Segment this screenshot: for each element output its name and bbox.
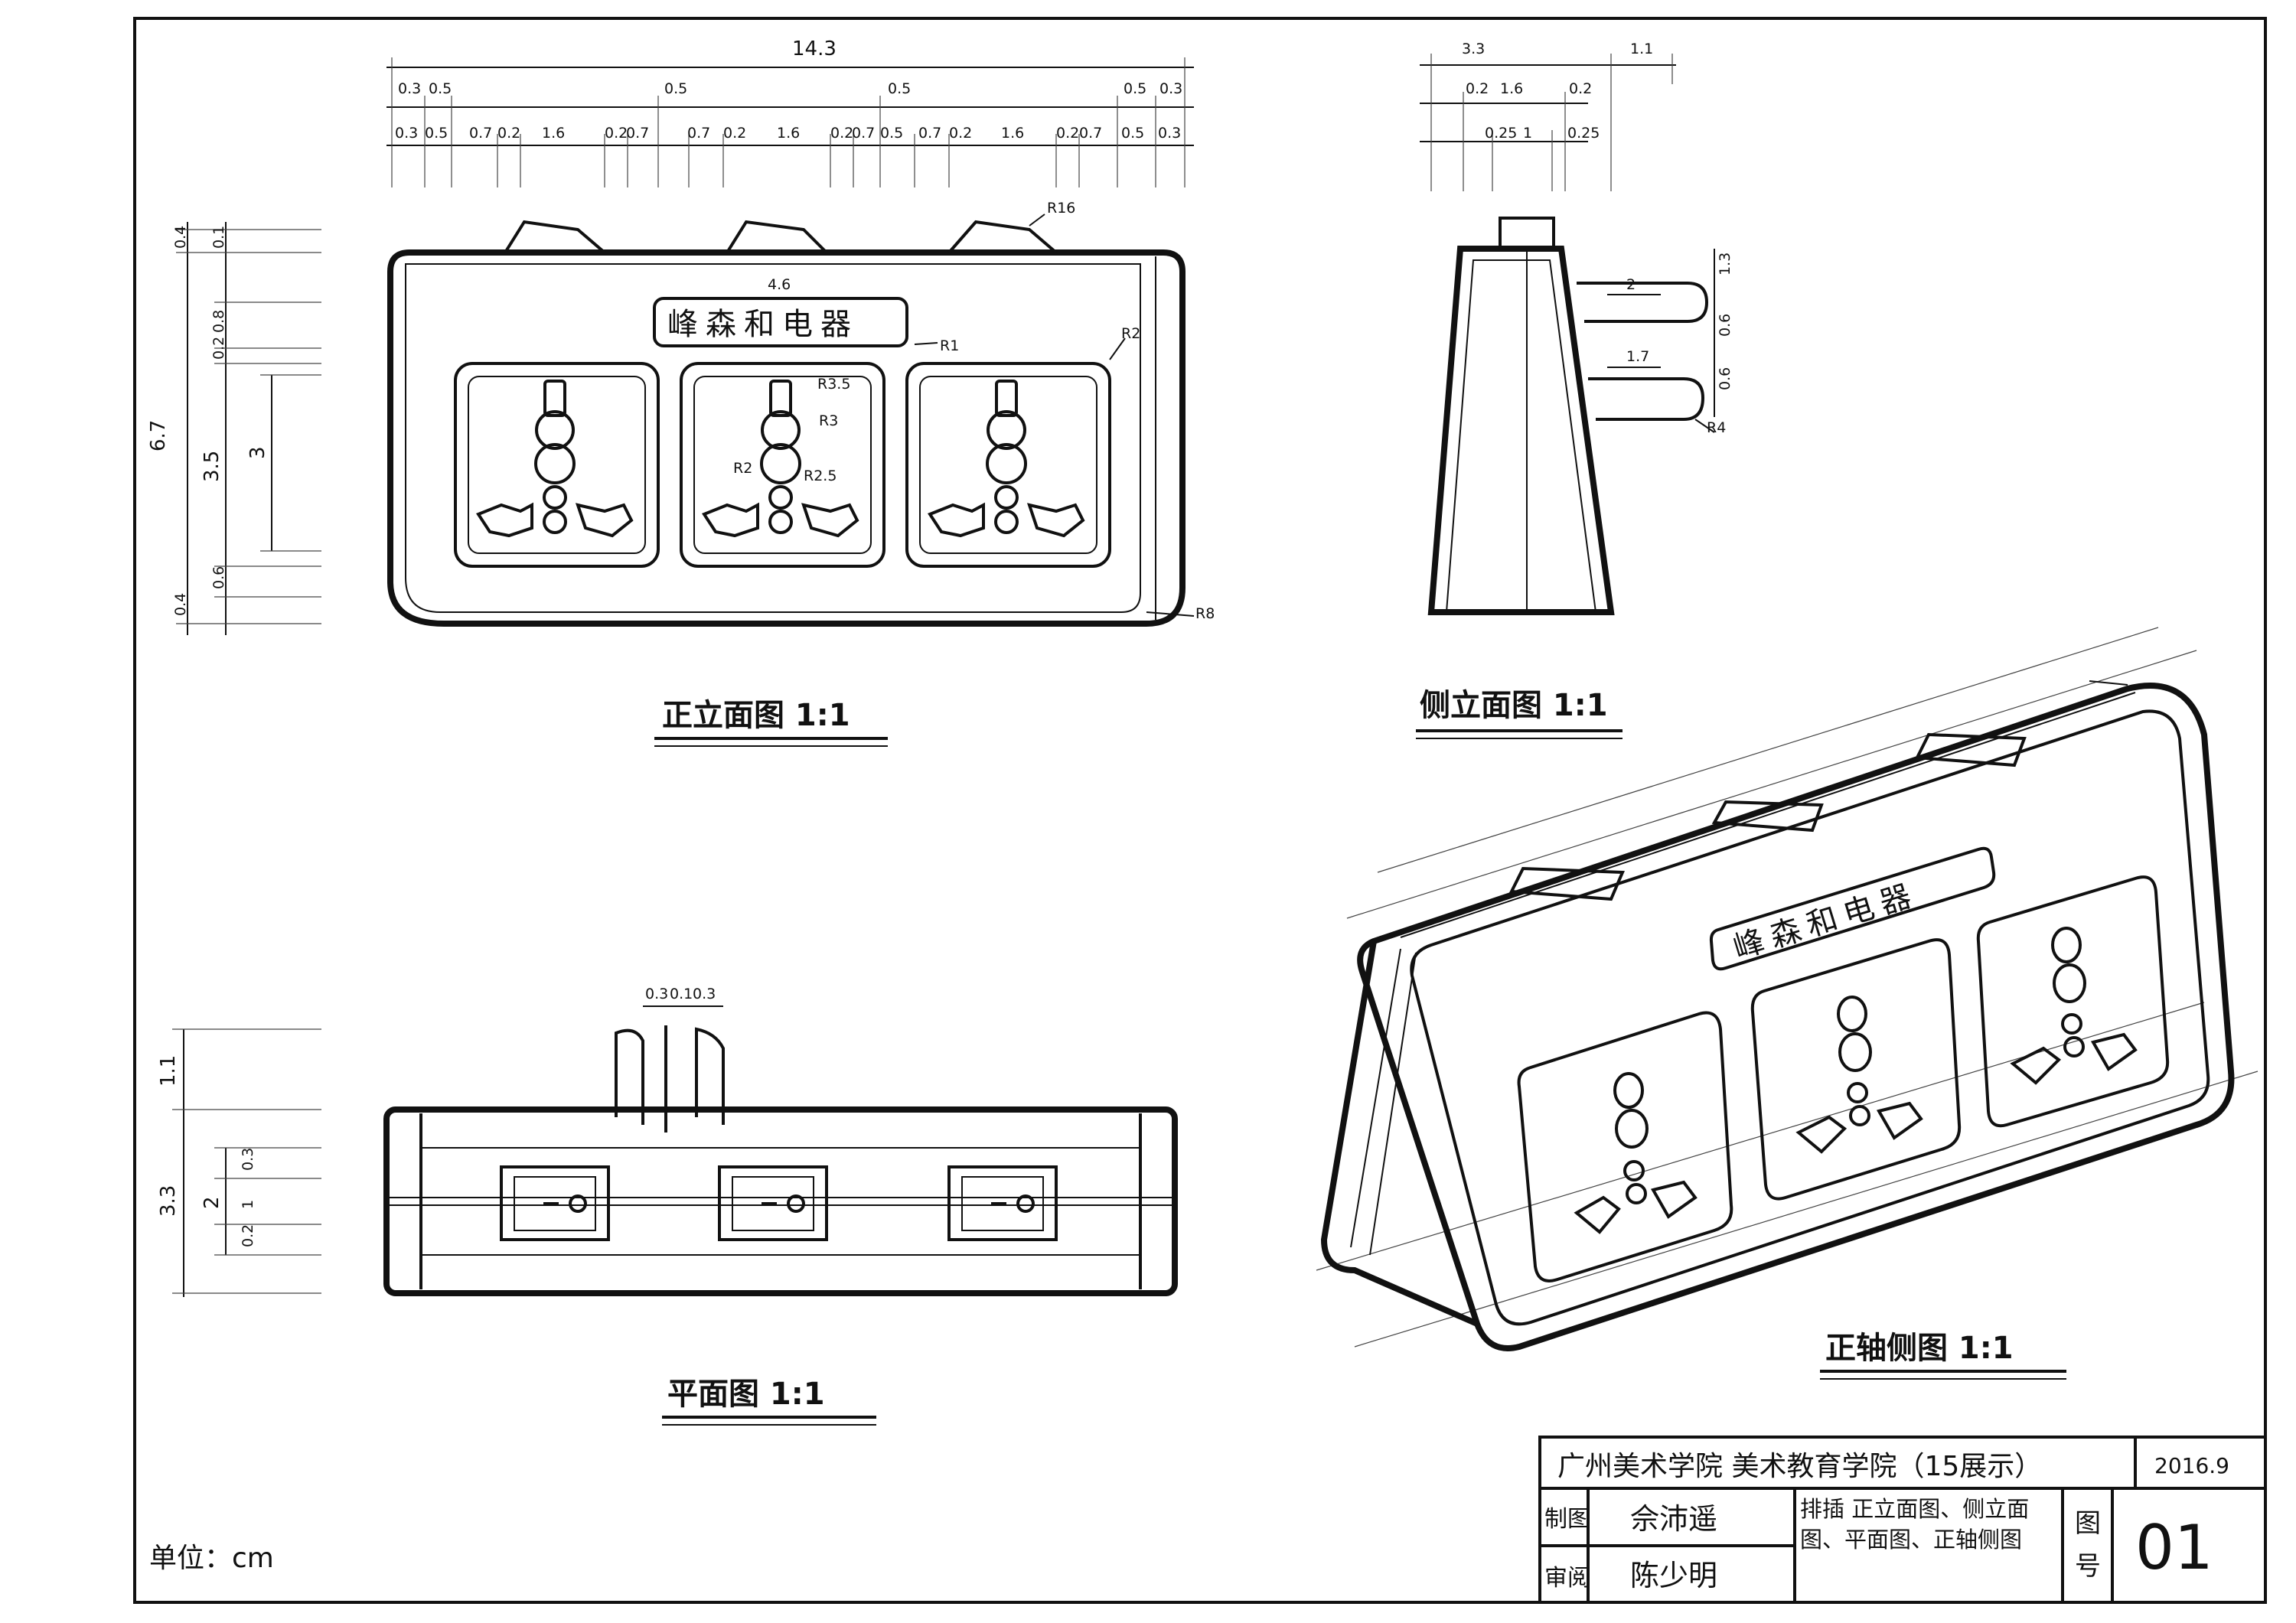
callout-r3: R3: [819, 412, 838, 429]
plan-view-title: 平面图 1:1: [667, 1377, 825, 1412]
dim-label: 0.3: [398, 80, 421, 97]
dim-label: 0.2: [1056, 125, 1079, 142]
front-dim-row1: 0.3 0.5 0.5 0.5 0.5 0.3: [398, 80, 1182, 97]
dim-label: 0.4: [172, 226, 189, 249]
title-school: 广州美术学院 美术教育学院（15展示）: [1557, 1451, 2042, 1482]
dim-label: 0.5: [429, 80, 452, 97]
dim-label: 0.5: [664, 80, 687, 97]
plan-upper-dim: 1.1: [157, 1055, 180, 1087]
callout-r8: R8: [1195, 605, 1215, 622]
plan-dim-left-small: 0.3 1 0.2: [240, 1148, 256, 1247]
side-elevation-title: 侧立面图 1:1: [1420, 688, 1608, 723]
title-block: [1538, 1436, 2267, 1604]
side-dim-06a: 0.6: [1717, 314, 1733, 337]
front-overall-dim: 14.3: [792, 37, 837, 60]
front-elevation: [176, 57, 1195, 635]
dim-label: 0.5: [1121, 125, 1144, 142]
dim-label: 1.6: [1500, 80, 1523, 97]
sheet-border: [133, 17, 2267, 1604]
side-dim-13: 1.3: [1717, 253, 1733, 275]
front-dim-left-small: 0.4 0.1 0.8 0.2 0.6 0.4: [172, 226, 227, 616]
dim-label: 0.3: [645, 986, 668, 1002]
dim-label: 1: [1523, 125, 1532, 142]
side-extra-dim: 1.1: [1630, 41, 1653, 57]
front-inner-dim: 3: [246, 446, 269, 459]
plan-mid-dim: 2: [201, 1196, 223, 1209]
side-elevation: [1420, 54, 1715, 615]
dim-label: 0.7: [469, 125, 492, 142]
callout-r1: R1: [940, 337, 959, 354]
callout-width: 4.6: [768, 276, 791, 293]
isometric-view-title: 正轴侧图 1:1: [1825, 1331, 2014, 1366]
dim-label: 0.3: [1158, 125, 1181, 142]
dim-label: 0.25: [1485, 125, 1517, 142]
dim-label: 0.4: [172, 593, 189, 616]
title-fig-label: 图号: [2075, 1508, 2101, 1582]
dim-label: 0.2: [240, 1224, 256, 1247]
side-overall-dim: 3.3: [1462, 41, 1485, 57]
dim-label: 0.7: [1079, 125, 1102, 142]
dim-label: 0.5: [425, 125, 448, 142]
dim-label: 0.5: [880, 125, 903, 142]
dim-label: 0.7: [918, 125, 941, 142]
dim-label: 0.8: [210, 310, 227, 333]
isometric-view: [1316, 627, 2258, 1351]
dim-label: 0.2: [605, 125, 628, 142]
callout-r2-frame: R2: [1121, 325, 1140, 342]
dim-label: 0.2: [830, 125, 853, 142]
plan-view: [172, 1005, 1178, 1297]
unit-note: 单位：cm: [149, 1543, 274, 1574]
plan-overall-dim: 3.3: [157, 1185, 180, 1217]
dim-label: 0.2: [949, 125, 972, 142]
dim-label: 0.1: [210, 226, 227, 249]
dim-label: 0.3: [1159, 80, 1182, 97]
title-drawer: 佘沛遥: [1630, 1502, 1717, 1536]
dim-label: 0.7: [852, 125, 875, 142]
title-fig-no: 01: [2135, 1512, 2213, 1583]
title-description: 排插 正立面图、侧立面图、平面图、正轴侧图: [1800, 1496, 2030, 1553]
dim-label: 1.6: [777, 125, 800, 142]
dim-label: 1: [240, 1200, 256, 1209]
front-mid-dim: 3.5: [201, 451, 223, 482]
dim-label: 0.2: [723, 125, 746, 142]
dim-label: 0.1: [670, 986, 693, 1002]
dim-label: 0.3: [693, 986, 716, 1002]
callout-r16: R16: [1047, 200, 1075, 217]
side-dim-row: 0.2 1.6 0.2 0.25 1 0.25: [1466, 80, 1600, 142]
dim-label: 0.3: [240, 1148, 256, 1171]
dim-label: 0.2: [210, 337, 227, 360]
dim-label: 0.5: [888, 80, 911, 97]
title-fig-label-box: 图号: [2075, 1508, 2101, 1582]
dim-label: 0.3: [395, 125, 418, 142]
dim-label: 0.5: [1124, 80, 1146, 97]
callout-r35: R3.5: [817, 376, 850, 393]
dim-label: 0.2: [497, 125, 520, 142]
dim-label: 0.2: [1569, 80, 1592, 97]
dim-label: 0.7: [687, 125, 710, 142]
front-elevation-title: 正立面图 1:1: [662, 698, 850, 733]
side-dim-06b: 0.6: [1717, 367, 1733, 390]
title-description-box: 排插 正立面图、侧立面图、平面图、正轴侧图: [1800, 1496, 2030, 1553]
side-prong-length2: 1.7: [1626, 348, 1649, 365]
dim-label: 0.6: [210, 566, 227, 589]
brand-label-front: 峰森和电器: [667, 307, 859, 342]
front-height-dim: 6.7: [147, 420, 170, 451]
title-date: 2016.9: [2154, 1453, 2229, 1478]
side-prong-length: 2: [1626, 276, 1636, 293]
dim-label: 0.25: [1567, 125, 1600, 142]
callout-r2-hole: R2: [733, 460, 752, 477]
dim-label: 1.6: [542, 125, 565, 142]
callout-r25: R2.5: [804, 468, 837, 484]
title-review-label: 审阅: [1544, 1565, 1590, 1592]
dim-label: 0.2: [1466, 80, 1489, 97]
dim-label: 1.6: [1001, 125, 1024, 142]
side-callout-r4: R4: [1707, 419, 1726, 436]
title-reviewer: 陈少明: [1630, 1559, 1717, 1592]
dim-label: 0.7: [626, 125, 649, 142]
title-draw-label: 制图: [1544, 1506, 1590, 1533]
